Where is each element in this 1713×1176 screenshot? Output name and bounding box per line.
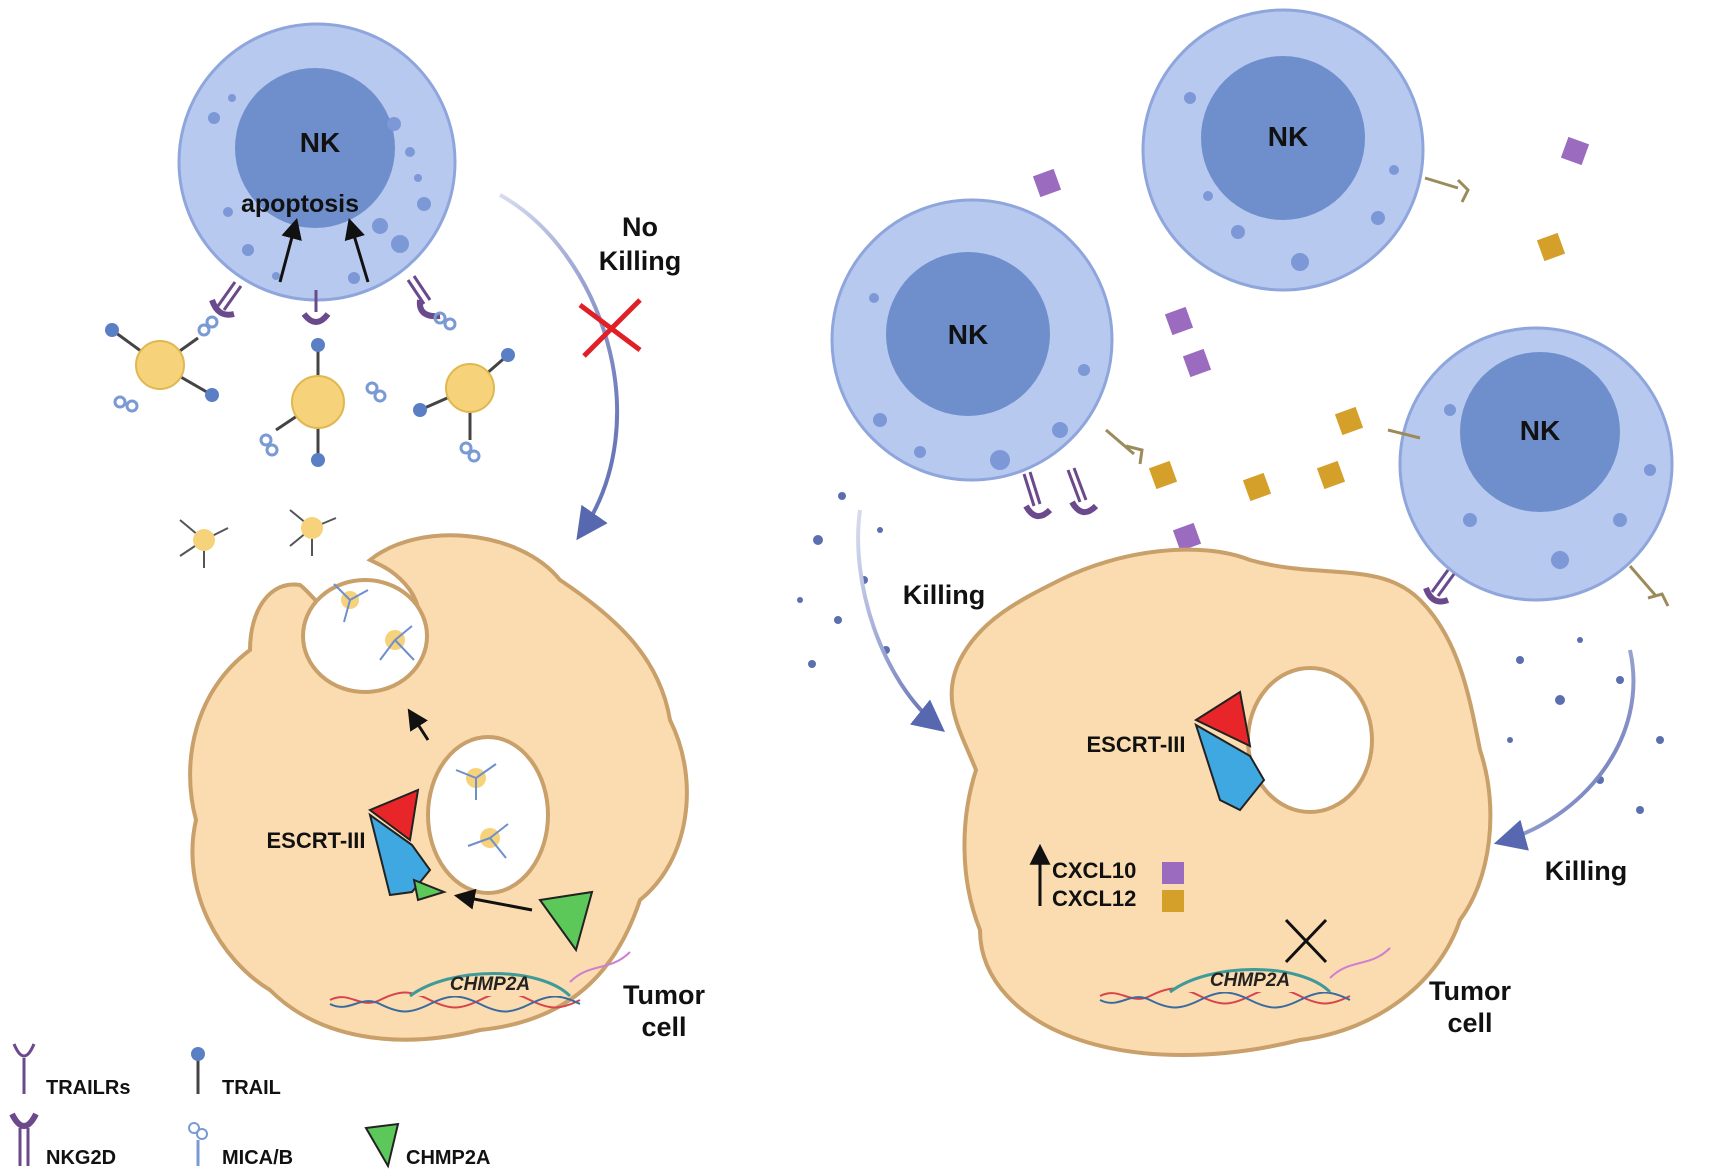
nkg2d-receptor-icon: [9, 1112, 39, 1166]
right-escrt-red-subunit: [1193, 690, 1252, 748]
left-escrt-green-subunit: [412, 878, 448, 902]
apoptosis-arrow-right: [344, 217, 370, 283]
legend-chmp2a-label: CHMP2A: [406, 1147, 490, 1169]
chmp2a-triangle-icon: [538, 890, 594, 953]
legend: TRAILRs TRAIL NKG2D MICA/B CHMP2A: [9, 1043, 490, 1169]
left-mrna: [569, 951, 631, 983]
legend-trail-label: TRAIL: [222, 1077, 281, 1099]
vesicle-arrow: [407, 708, 430, 741]
right-escrt-label: ESCRT-III: [1086, 732, 1185, 757]
killing-label-right: Killing: [1545, 856, 1628, 886]
cxcl10-chemokines: [1032, 136, 1590, 552]
left-escrt-label: ESCRT-III: [266, 828, 365, 853]
right-nk-cell-left: NK: [830, 198, 1114, 482]
trailr-receptor-icon: [12, 1043, 36, 1094]
left-tumor-label-line2: cell: [641, 1012, 686, 1042]
left-escrt-red-subunit: [368, 788, 420, 842]
killing-arrow-left: [856, 509, 945, 733]
legend-nkg2d-label: NKG2D: [46, 1147, 116, 1169]
killing-granules-right: [1507, 637, 1664, 814]
mica-b-icon: [188, 1122, 208, 1166]
left-tumor-cell: ESCRT-III CHMP2A: [188, 533, 689, 1042]
chemokine-receptors: [1105, 176, 1670, 607]
trail-ligand-icon: [191, 1047, 205, 1094]
right-nk-label-top: NK: [1268, 121, 1308, 152]
free-mica-clusters: [179, 509, 337, 568]
right-gene-bubble: [1169, 968, 1332, 994]
cxcl10-label: CXCL10: [1052, 858, 1136, 883]
no-killing-line1: No: [622, 212, 658, 242]
right-empty-vesicle: [1246, 666, 1374, 814]
trail-ligand-clusters: [105, 311, 515, 467]
killing-arrow-right: [1493, 649, 1636, 851]
left-tumor-label-line1: Tumor: [623, 980, 705, 1010]
left-gene-label: CHMP2A: [450, 974, 530, 995]
right-tumor-label-line1: Tumor: [1429, 976, 1511, 1006]
left-escrt-blue-subunit: [368, 812, 432, 897]
apoptosis-arrow-left: [278, 217, 302, 283]
killing-label-left: Killing: [903, 580, 986, 610]
right-mrna: [1329, 947, 1391, 979]
cxcl12-chemokines: [1148, 232, 1566, 502]
right-tumor-label-line2: cell: [1447, 1008, 1492, 1038]
cxcl10-swatch: [1162, 862, 1184, 884]
legend-mica-b-label: MICA/B: [222, 1147, 293, 1169]
right-nk-cell-right: NK: [1398, 326, 1674, 602]
right-nk-label-left: NK: [948, 319, 988, 350]
left-multivesicular-body: [426, 735, 550, 895]
left-gene-bubble: [409, 972, 572, 998]
no-killing-arrow: [499, 193, 620, 541]
apoptosis-label: apoptosis: [241, 190, 359, 218]
chmp2a-recruit-arrow: [453, 888, 533, 912]
right-nk-cell-top: NK: [1141, 8, 1425, 292]
right-tumor-cell: ESCRT-III CXCL10 CXCL12 CHMP2A: [949, 547, 1493, 1057]
left-nk-cell: NK apoptosis: [177, 22, 457, 302]
left-nk-label: NK: [300, 127, 340, 158]
knockout-x-icon: [1284, 918, 1328, 964]
legend-chmp2a-icon: [364, 1122, 400, 1169]
right-escrt-blue-subunit: [1194, 722, 1266, 812]
inhibit-x-icon: [578, 298, 642, 358]
cxcl12-swatch: [1162, 890, 1184, 912]
no-killing-line2: Killing: [599, 246, 682, 276]
killing-granules-left: [797, 492, 890, 668]
left-nk-receptors: [209, 275, 441, 325]
right-gene-label: CHMP2A: [1210, 970, 1290, 991]
right-dna-strand-blue: [1099, 991, 1351, 1009]
right-nk-label-right: NK: [1520, 415, 1560, 446]
left-endosome-upper: [301, 578, 429, 694]
cxcl12-label: CXCL12: [1052, 886, 1136, 911]
legend-trailrs-label: TRAILRs: [46, 1077, 130, 1099]
right-nkg2d-receptors: [1022, 467, 1456, 605]
left-dna-strand-blue: [329, 995, 581, 1013]
